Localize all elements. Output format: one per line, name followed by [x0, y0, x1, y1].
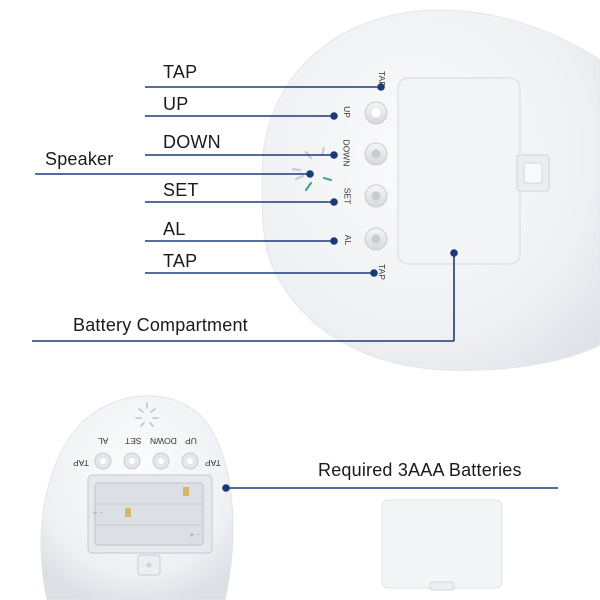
- callout-up: UP: [163, 94, 189, 114]
- callout-required-batteries: Required 3AAA Batteries: [318, 460, 522, 480]
- svg-text:+ -: + -: [92, 509, 103, 517]
- device-bottom-view: + - + -: [40, 395, 234, 600]
- callout-lines-top: [32, 83, 458, 342]
- svg-text:+ -: + -: [189, 531, 200, 539]
- battery-cover: [381, 499, 503, 591]
- callout-tap-bottom: TAP: [163, 251, 198, 271]
- callout-down: DOWN: [163, 132, 221, 152]
- callout-tap-top: TAP: [163, 62, 198, 82]
- callout-al: AL: [163, 219, 186, 239]
- callout-speaker: Speaker: [45, 149, 114, 169]
- callout-set: SET: [163, 180, 199, 200]
- buttons-column: [364, 101, 388, 251]
- callout-line-batteries: [222, 484, 558, 492]
- callout-battery-compartment: Battery Compartment: [73, 315, 248, 335]
- small-speaker-icon: [135, 402, 159, 427]
